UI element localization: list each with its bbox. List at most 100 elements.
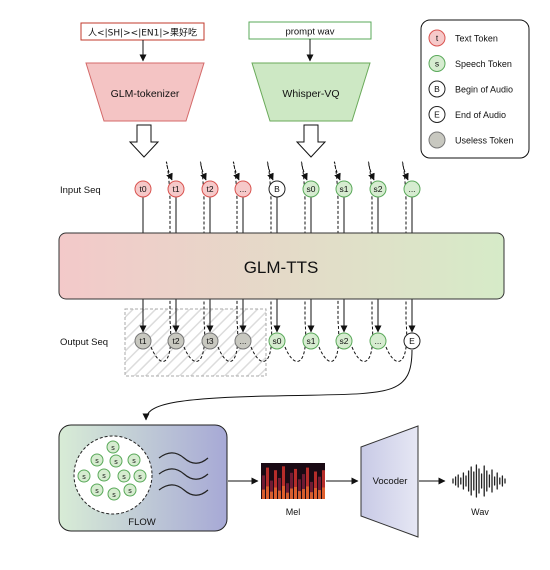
input-token: t2 <box>201 180 219 198</box>
flow-speech-token: s <box>90 453 104 467</box>
output-seq-label: Output Seq <box>60 337 108 348</box>
input-token: t0 <box>134 180 152 198</box>
output-token-label: t3 <box>206 336 213 346</box>
text-prompt-box: 人<|SH|><|EN1|>果好吃 <box>80 22 205 41</box>
input-token-label: t1 <box>172 184 179 194</box>
output-token: s1 <box>302 332 320 350</box>
whisper-output-arrow <box>295 124 327 158</box>
legend-symbol-label: s <box>435 59 439 69</box>
flow-speech-token: s <box>90 483 104 497</box>
flow-speech-token: s <box>107 487 121 501</box>
flow-speech-token-label: s <box>122 474 126 481</box>
input-token-label: s0 <box>307 184 316 194</box>
input-token-label: ... <box>239 184 246 194</box>
output-token-label: ... <box>374 336 381 346</box>
input-token-label: t2 <box>206 184 213 194</box>
flow-speech-token-label: s <box>112 492 116 499</box>
glm-tokenizer-block: GLM-tokenizer <box>85 62 205 122</box>
feedback-loop <box>250 161 274 362</box>
flow-speech-token-label: s <box>138 474 142 481</box>
output-token-label: s1 <box>307 336 316 346</box>
output-token: E <box>403 332 421 350</box>
glm-tts-block: GLM-TTS <box>58 232 505 300</box>
legend-symbol-label: E <box>434 110 440 120</box>
speech-prompt-label: prompt wav <box>285 27 334 38</box>
legend-item: B Begin of Audio <box>428 80 513 98</box>
input-token: ... <box>403 180 421 198</box>
tokenizer-output-arrow <box>128 124 160 158</box>
feedback-loop <box>183 161 207 362</box>
autoregressive-loops <box>150 161 409 362</box>
output-token-label: t2 <box>172 336 179 346</box>
whisper-vq-block: Whisper-VQ <box>251 62 371 122</box>
input-token-label: t0 <box>139 184 146 194</box>
legend-label: Speech Token <box>455 59 512 69</box>
input-token-label: ... <box>408 184 415 194</box>
mel-spectrogram <box>261 463 325 499</box>
flow-wave-2 <box>158 468 209 480</box>
input-token: s0 <box>302 180 320 198</box>
input-token-label: s1 <box>340 184 349 194</box>
input-token-label: B <box>274 184 280 194</box>
output-token: ... <box>234 332 252 350</box>
feedback-loop <box>150 161 173 362</box>
feedback-loop <box>318 161 341 362</box>
flow-speech-token: s <box>133 469 147 483</box>
token-connectors <box>139 197 416 333</box>
input-token: ... <box>234 180 252 198</box>
input-token-label: s2 <box>374 184 383 194</box>
input-token: s1 <box>335 180 353 198</box>
flow-speech-token: s <box>117 469 131 483</box>
output-token-label: s2 <box>340 336 349 346</box>
feedback-loop <box>217 161 240 362</box>
output-token: s0 <box>268 332 286 350</box>
legend-symbol: E <box>428 106 446 123</box>
legend-label: Text Token <box>455 34 498 44</box>
legend-label: Begin of Audio <box>455 85 513 95</box>
flow-wave-1 <box>158 452 209 464</box>
flow-speech-token: s <box>109 454 123 468</box>
flow-speech-token: s <box>97 468 111 482</box>
output-token-label: ... <box>239 336 246 346</box>
legend-symbol-label: t <box>436 33 439 43</box>
legend-label: End of Audio <box>455 110 506 120</box>
feedback-loop <box>351 161 375 362</box>
output-token-label: s0 <box>273 336 282 346</box>
legend-item: Useless Token <box>428 131 513 149</box>
flow-speech-token: s <box>106 440 120 454</box>
input-token: B <box>268 180 286 198</box>
feedback-loop <box>385 161 409 362</box>
flow-speech-token-label: s <box>95 458 99 465</box>
mel-label: Mel <box>286 507 301 517</box>
legend-box <box>420 19 530 159</box>
flow-speech-token-label: s <box>111 445 115 452</box>
legend-item: t Text Token <box>428 29 498 47</box>
glm-tokenizer-label: GLM-tokenizer <box>111 88 180 100</box>
legend-symbol: t <box>428 29 446 47</box>
output-token: t3 <box>201 332 219 350</box>
text-prompt-label: 人<|SH|><|EN1|>果好吃 <box>88 27 197 39</box>
wav-label: Wav <box>471 507 489 517</box>
legend-symbol: B <box>428 80 446 98</box>
legend-item: E End of Audio <box>428 106 506 123</box>
whisper-vq-label: Whisper-VQ <box>282 88 339 100</box>
flow-wave-3 <box>158 484 209 496</box>
waveform-icon <box>452 464 506 498</box>
input-token: s2 <box>369 180 387 198</box>
output-token: s2 <box>335 332 353 350</box>
legend-symbol-label: B <box>434 84 440 94</box>
flow-speech-token-label: s <box>82 474 86 481</box>
glm-tts-label: GLM-TTS <box>244 258 319 277</box>
vocoder-block: Vocoder <box>360 425 419 538</box>
legend-symbol: s <box>428 55 446 72</box>
output-token-label: E <box>409 336 415 346</box>
end-to-flow-arrow <box>142 349 413 421</box>
speech-prompt-box: prompt wav <box>248 21 372 40</box>
flow-speech-token-label: s <box>128 488 132 495</box>
input-token: t1 <box>167 180 185 198</box>
flow-speech-token-label: s <box>114 459 118 466</box>
flow-speech-token-label: s <box>102 473 106 480</box>
